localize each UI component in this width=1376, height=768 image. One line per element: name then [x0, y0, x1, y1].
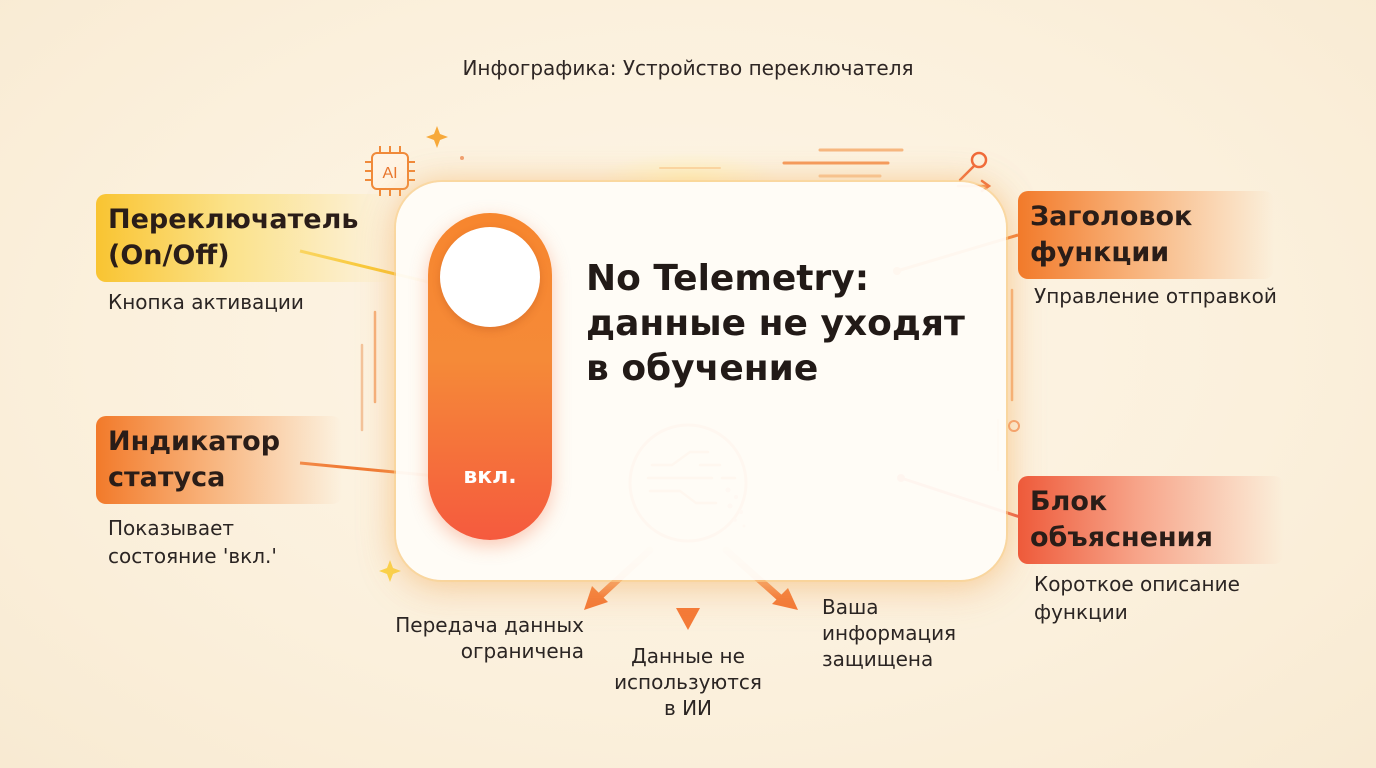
callout-toggle-desc: Кнопка активации — [108, 290, 304, 314]
toggle-status-label: вкл. — [463, 464, 517, 489]
callout-status-title: Индикатор статуса — [96, 416, 342, 504]
desc-line: функции — [1034, 600, 1128, 624]
callout-explanation-title: Блок объяснения — [1018, 476, 1284, 564]
dot-decor — [460, 156, 464, 160]
speed-lines-top — [659, 148, 904, 178]
chip-label: AI — [382, 165, 397, 182]
callout-status-desc: Показывает состояние 'вкл.' — [108, 514, 277, 570]
callout-toggle-title: Переключатель (On/Off) — [96, 194, 392, 282]
sparkle-small-icon — [379, 560, 401, 582]
desc-line: Короткое описание — [1034, 572, 1240, 596]
branch-label-left: Передача данных ограничена — [364, 612, 584, 664]
ai-chip-icon — [365, 146, 415, 196]
branch-line: в ИИ — [663, 696, 713, 720]
toggle-knob[interactable] — [440, 227, 540, 327]
branch-line: Данные не — [631, 644, 745, 668]
branch-line: используются — [614, 670, 762, 694]
callout-title-line: объяснения — [1030, 522, 1213, 553]
feature-headline: No Telemetry: данные не уходят в обучени… — [586, 256, 1006, 391]
headline-line: в обучение — [586, 348, 819, 389]
desc-line: состояние 'вкл.' — [108, 544, 277, 568]
callout-title-line: (On/Off) — [108, 240, 230, 271]
branch-line: информация — [822, 621, 957, 645]
callout-header-title: Заголовок функции — [1018, 191, 1274, 279]
ring-decor — [1008, 420, 1020, 432]
callout-title-line: Заголовок — [1030, 201, 1193, 232]
branch-line: защищена — [822, 647, 934, 671]
callout-explanation-desc: Короткое описание функции — [1034, 570, 1240, 626]
sparkle-icon — [426, 126, 448, 148]
desc-line: Показывает — [108, 516, 235, 540]
callout-header-desc: Управление отправкой — [1034, 284, 1277, 308]
callout-title-line: функции — [1030, 237, 1170, 268]
branch-line: ограничена — [460, 639, 584, 663]
headline-line: данные не уходят — [586, 303, 965, 344]
branch-label-middle: Данные не используются в ИИ — [590, 643, 786, 721]
branch-label-right: Ваша информация защищена — [822, 594, 1002, 672]
branch-line: Передача данных — [395, 613, 584, 637]
headline-line: No Telemetry: — [586, 258, 870, 299]
callout-title-line: Индикатор — [108, 426, 281, 457]
branch-line: Ваша — [822, 595, 879, 619]
callout-title-line: Переключатель — [108, 204, 359, 235]
page-title: Инфографика: Устройство переключателя — [462, 56, 914, 80]
callout-title-line: статуса — [108, 462, 226, 493]
callout-title-line: Блок — [1030, 486, 1108, 517]
